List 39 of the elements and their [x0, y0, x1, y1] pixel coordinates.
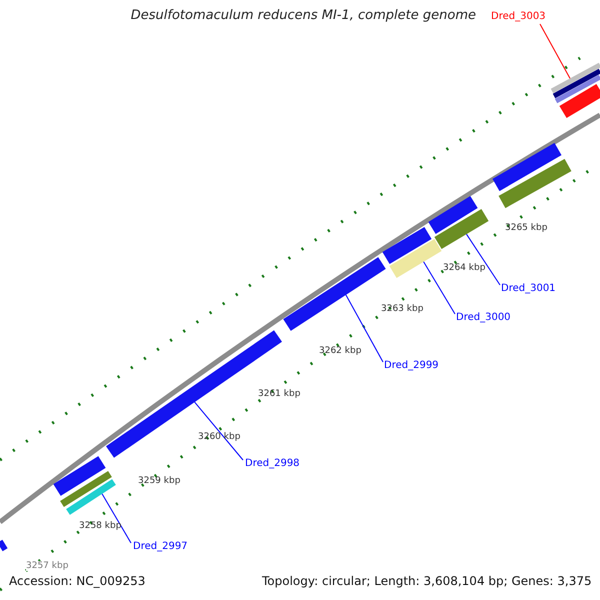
- scale-label: 3260 kbp: [198, 432, 240, 442]
- gene-bar: [389, 239, 442, 278]
- scale-label: 3261 kbp: [258, 389, 300, 399]
- scale-label: 3258 kbp: [79, 521, 122, 531]
- gene-bar: [106, 330, 282, 458]
- gene-label: Dred_2999: [384, 360, 439, 371]
- leader-line: [423, 261, 456, 314]
- leader-line: [345, 294, 384, 362]
- gene-bar: [492, 142, 562, 192]
- gene-bar: [60, 471, 112, 507]
- gene-bar: [0, 540, 8, 552]
- gene-bar: [552, 68, 600, 98]
- gene-label: Dred_2998: [245, 458, 300, 469]
- scale-label: 3263 kbp: [381, 304, 424, 314]
- gene-bar: [498, 158, 572, 208]
- title: Desulfotomaculum reducens MI-1, complete genome: [130, 8, 476, 23]
- gene-bar: [428, 196, 478, 234]
- gene-bar: [66, 479, 116, 515]
- leader-line: [466, 234, 500, 286]
- leader-line: [194, 402, 244, 460]
- scale-label: 3265 kbp: [505, 223, 548, 233]
- accession-text: Accession: NC_009253: [9, 574, 146, 588]
- leader-line: [540, 24, 570, 79]
- scale-label: 3257 kbp: [26, 561, 68, 571]
- gene-bar: [550, 62, 600, 94]
- gene-bar: [559, 84, 600, 118]
- gene-label: Dred_2997: [133, 541, 188, 552]
- scale-label: 3262 kbp: [319, 346, 362, 356]
- gene-bar: [434, 209, 489, 249]
- gene-bar: [53, 456, 106, 496]
- scale-label: 3264 kbp: [443, 263, 486, 273]
- genome-info-text: Topology: circular; Length: 3,608,104 bp; Genes: 3,375: [262, 574, 592, 588]
- gene-bar: [554, 74, 600, 104]
- gene-label: Dred_3000: [456, 312, 511, 323]
- gene-bar: [382, 227, 432, 264]
- gene-label: Dred_3001: [501, 283, 556, 294]
- scale-label: 3259 kbp: [138, 476, 180, 486]
- gene-label: Dred_3003: [491, 11, 546, 22]
- leader-line: [102, 493, 132, 544]
